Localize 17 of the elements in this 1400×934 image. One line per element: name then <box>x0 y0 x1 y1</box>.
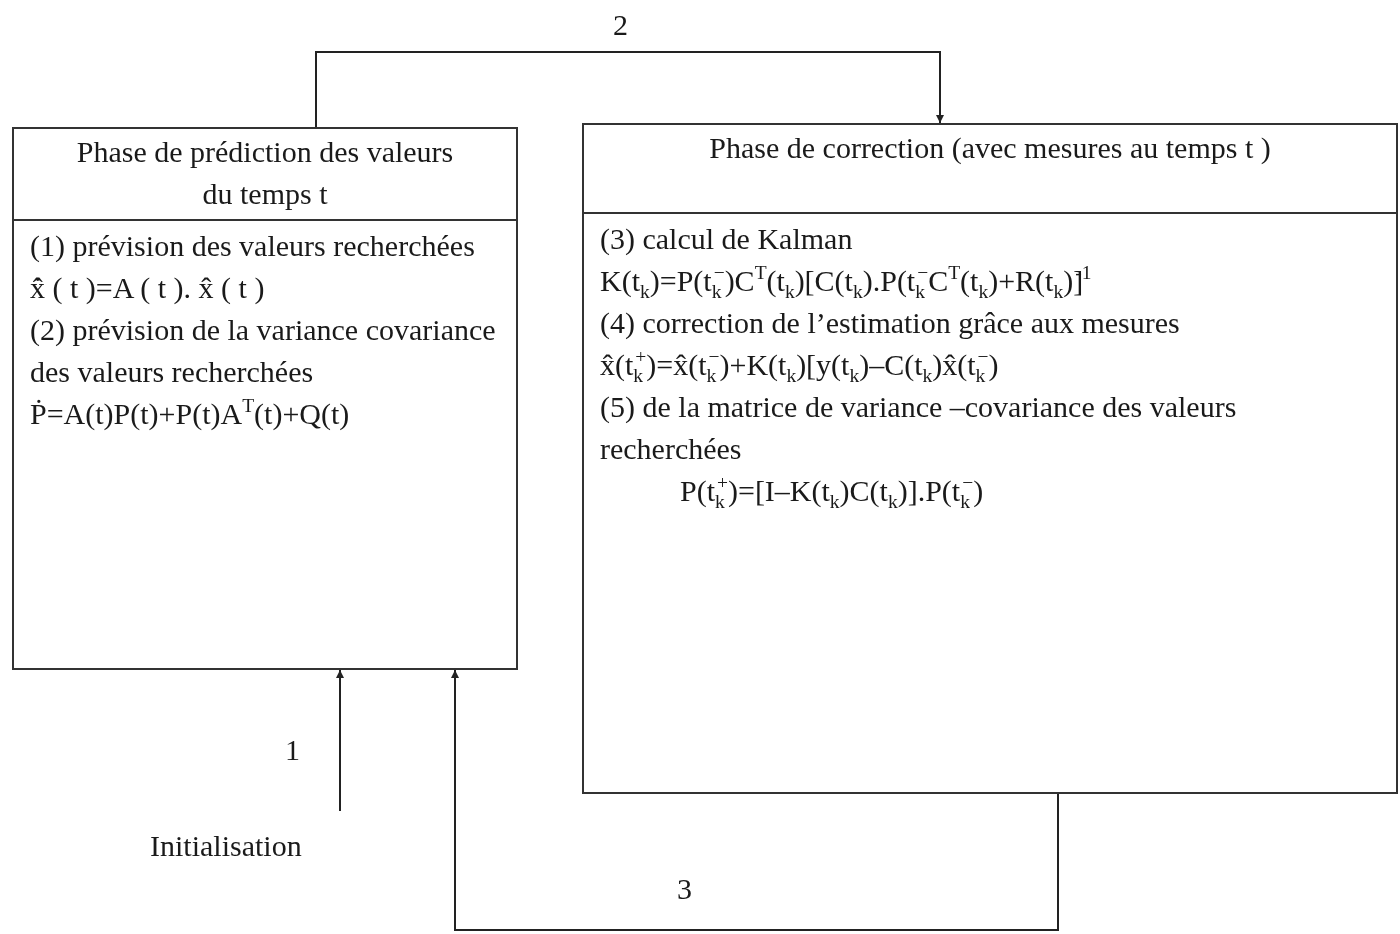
formula-text: x̂(t$_{k}$$^{+}$)=x̂(t$_{k}$$^{−}$)+K(t$_{k}$)[y(t$_{k}$)–C(t$_{k}$)x̂(t$_{k}$$^{−}$) <box>600 345 1000 386</box>
arrow <box>336 669 344 812</box>
arrow <box>315 51 944 128</box>
step-text: (3) calcul de Kalman <box>600 221 854 257</box>
phase-box <box>12 127 518 670</box>
input-label: Initialisation <box>150 827 302 865</box>
step-text: (4) correction de l’estimation grâce aux mesures <box>600 305 1181 341</box>
phase-heading: Phase de prédiction des valeurs du temps t <box>14 129 516 221</box>
formula-text: P(t$_{k}$$^{+}$)=[I–K(t$_{k}$)C(t$_{k}$)].P(t$_{k}$$^{−}$) <box>680 471 985 512</box>
step-text: (1) prévision des valeurs recherchées <box>30 228 476 264</box>
phase-heading: Phase de correction (avec mesures au temps t ) <box>584 125 1396 214</box>
step-text: (5) de la matrice de variance –covariance des valeurs recherchées <box>600 389 1238 467</box>
arrow <box>451 669 1059 931</box>
phase-box <box>582 123 1398 794</box>
formula-text: Ṗ=A(t)P(t)+P(t)A$^{T}$(t)+Q(t) <box>30 394 351 432</box>
step-text: (2) prévision de la variance covariance des valeurs recherchées <box>30 312 497 390</box>
formula-text: x̂̇ ( t )=A ( t ). x̂ ( t ) <box>30 270 266 306</box>
